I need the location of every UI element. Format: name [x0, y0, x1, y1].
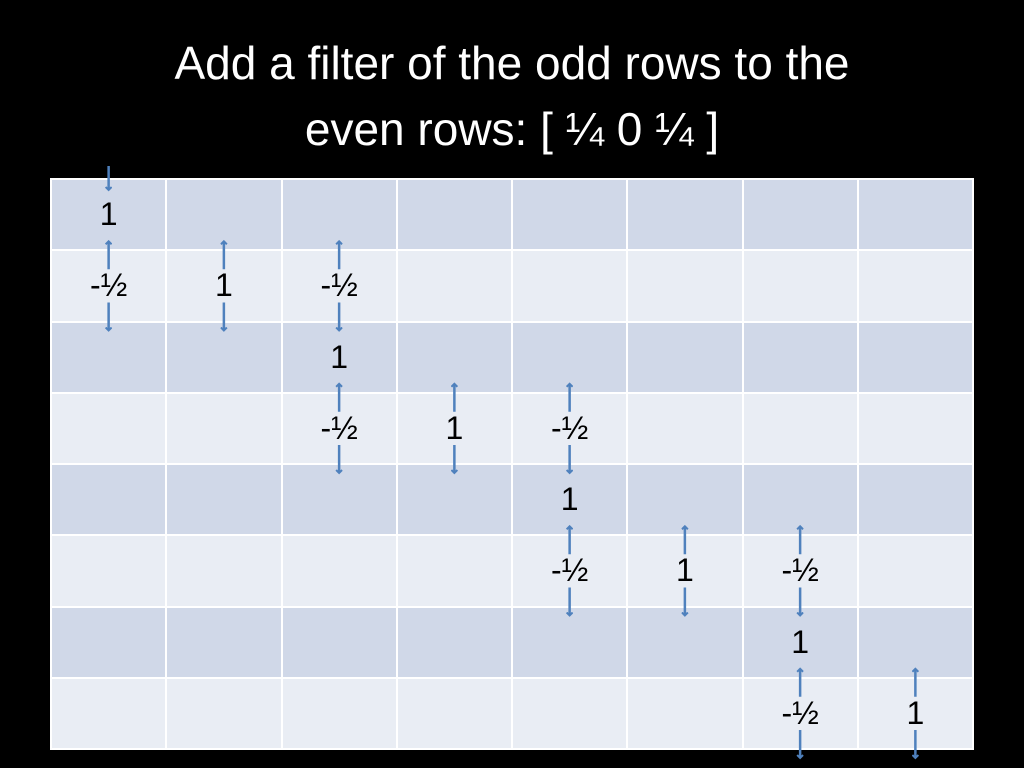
matrix-cell-r3-c5: [513, 322, 627, 392]
matrix-cell-r3-c6: [628, 322, 742, 392]
title-line-1: Add a filter of the odd rows to the: [174, 37, 850, 89]
matrix-cell-r8-c2: [167, 678, 281, 748]
matrix-cell-r7-c5: [513, 607, 627, 677]
matrix-cell-r5-c3: [282, 465, 396, 535]
matrix-cell-r6-c2: [167, 536, 281, 606]
matrix-cell-r4-c1: [52, 393, 166, 463]
matrix-cell-r6-c6: 1: [628, 536, 742, 606]
matrix-cell-r5-c7: [743, 465, 857, 535]
matrix-cell-r2-c1: -½: [52, 251, 166, 321]
title-line-2: even rows: [ ¼ 0 ¼ ]: [304, 103, 720, 155]
matrix-cell-r4-c2: [167, 393, 281, 463]
matrix-cell-r2-c6: [628, 251, 742, 321]
matrix-cell-r7-c6: [628, 607, 742, 677]
matrix-cell-r5-c2: [167, 465, 281, 535]
matrix-cell-r1-c4: [397, 180, 511, 250]
matrix-cell-r8-c1: [52, 678, 166, 748]
matrix-cell-r7-c7: 1: [743, 607, 857, 677]
matrix-cell-r4-c6: [628, 393, 742, 463]
matrix-cell-r7-c3: [282, 607, 396, 677]
matrix-cell-r8-c5: [513, 678, 627, 748]
matrix-cell-r1-c5: [513, 180, 627, 250]
matrix-cell-r8-c7: -½: [743, 678, 857, 748]
matrix-cell-r2-c5: [513, 251, 627, 321]
matrix-cell-r6-c8: [858, 536, 972, 606]
matrix-cell-r6-c5: -½: [513, 536, 627, 606]
matrix-cell-r6-c4: [397, 536, 511, 606]
matrix-cell-r3-c8: [858, 322, 972, 392]
matrix-cell-r4-c3: -½: [282, 393, 396, 463]
matrix-cell-r1-c8: [858, 180, 972, 250]
matrix-cell-r3-c1: [52, 322, 166, 392]
matrix-cell-r2-c8: [858, 251, 972, 321]
matrix-cell-r5-c6: [628, 465, 742, 535]
matrix-cell-r8-c6: [628, 678, 742, 748]
matrix-cell-r4-c8: [858, 393, 972, 463]
matrix-cell-r3-c7: [743, 322, 857, 392]
matrix-cell-r2-c7: [743, 251, 857, 321]
matrix-cell-r8-c3: [282, 678, 396, 748]
matrix-cell-r6-c7: -½: [743, 536, 857, 606]
matrix-cell-r8-c8: 1: [858, 678, 972, 748]
matrix-cell-r1-c3: [282, 180, 396, 250]
matrix-cell-r5-c8: [858, 465, 972, 535]
matrix-cell-r4-c7: [743, 393, 857, 463]
matrix-cell-r4-c4: 1: [397, 393, 511, 463]
matrix-cell-r5-c4: [397, 465, 511, 535]
matrix-cell-r2-c2: 1: [167, 251, 281, 321]
matrix-cell-r7-c1: [52, 607, 166, 677]
matrix-cell-r4-c5: -½: [513, 393, 627, 463]
matrix-cell-r7-c2: [167, 607, 281, 677]
matrix-cell-r7-c4: [397, 607, 511, 677]
matrix-cell-r2-c3: -½: [282, 251, 396, 321]
matrix-cell-r5-c5: 1: [513, 465, 627, 535]
matrix-cell-r3-c4: [397, 322, 511, 392]
matrix-cell-r6-c3: [282, 536, 396, 606]
matrix-cell-r1-c6: [628, 180, 742, 250]
matrix-cell-r5-c1: [52, 465, 166, 535]
slide-title: Add a filter of the odd rows to the even…: [0, 30, 1024, 162]
matrix-cell-r1-c1: 1: [52, 180, 166, 250]
matrix-cell-r1-c2: [167, 180, 281, 250]
matrix-cell-r1-c7: [743, 180, 857, 250]
matrix-cell-r2-c4: [397, 251, 511, 321]
matrix-cell-r3-c2: [167, 322, 281, 392]
matrix-cell-r8-c4: [397, 678, 511, 748]
matrix-cell-r3-c3: 1: [282, 322, 396, 392]
matrix-cell-r6-c1: [52, 536, 166, 606]
matrix-cell-r7-c8: [858, 607, 972, 677]
